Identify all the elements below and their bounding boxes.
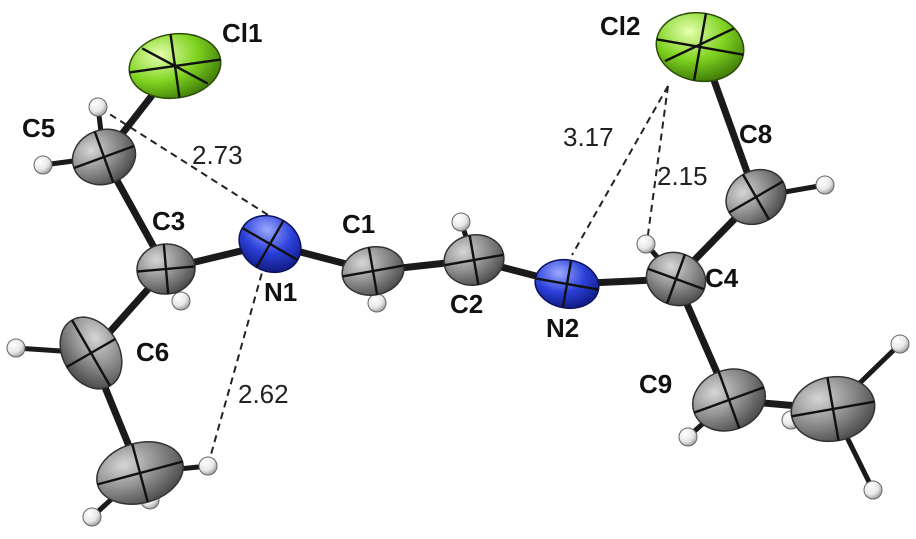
atom-c2 [443, 234, 505, 286]
label-cl2: Cl2 [600, 11, 640, 41]
label-c6: C6 [136, 337, 169, 367]
hydrogen-atom [863, 480, 883, 500]
hydrogen-atom [367, 293, 387, 313]
contact-cl2-n2 [571, 85, 669, 256]
label-c9: C9 [639, 369, 672, 399]
atom-c9 [691, 368, 767, 432]
label-n1: N1 [264, 277, 297, 307]
atom-n1 [238, 214, 302, 274]
hydrogen-atom [33, 155, 53, 175]
label-n2: N2 [546, 313, 579, 343]
atom-n2 [534, 258, 600, 310]
atom-cl2 [655, 11, 745, 83]
atom-c10 [790, 375, 876, 443]
atom-c1 [341, 246, 405, 296]
hydrogen-atom [82, 507, 102, 527]
hydrogen-atom [198, 456, 218, 476]
contacts [99, 85, 669, 459]
contact-cl2-h-c4 [646, 85, 669, 243]
atom-c7 [96, 441, 184, 505]
hydrogen-atom [88, 97, 108, 117]
hydrogen-atom [636, 234, 656, 254]
distance-label: 2.62 [238, 379, 289, 409]
hydrogen-atom [678, 427, 698, 447]
atom-c8 [725, 168, 787, 226]
atom-c3 [136, 243, 196, 295]
heavy-atoms [59, 11, 876, 505]
label-c8: C8 [739, 119, 772, 149]
label-c2: C2 [450, 289, 483, 319]
distance-labels: 2.73 2.62 3.17 2.15 [192, 122, 708, 409]
atom-cl1 [128, 32, 222, 100]
hydrogen-atom [171, 291, 191, 311]
atom-labels: Cl1 Cl2 C5 C3 C6 N1 C1 C2 N2 C4 C8 C9 [22, 11, 772, 399]
hydrogen-atom [451, 212, 471, 232]
contact-n1-h-c7 [209, 261, 266, 459]
distance-label: 2.15 [657, 161, 708, 191]
label-c1: C1 [342, 209, 375, 239]
hydrogen-atom [815, 175, 835, 195]
distance-label: 2.73 [192, 140, 243, 170]
label-c3: C3 [152, 206, 185, 236]
label-c5: C5 [22, 113, 55, 143]
distance-label: 3.17 [563, 122, 614, 152]
label-c4: C4 [705, 263, 739, 293]
atom-c6 [59, 316, 123, 390]
contact-h-c5-n1 [99, 107, 269, 216]
atom-c5 [71, 128, 137, 186]
hydrogen-atom [890, 334, 910, 354]
hydrogen-atom [6, 338, 26, 358]
label-cl1: Cl1 [222, 18, 262, 48]
atom-c4 [645, 251, 707, 307]
